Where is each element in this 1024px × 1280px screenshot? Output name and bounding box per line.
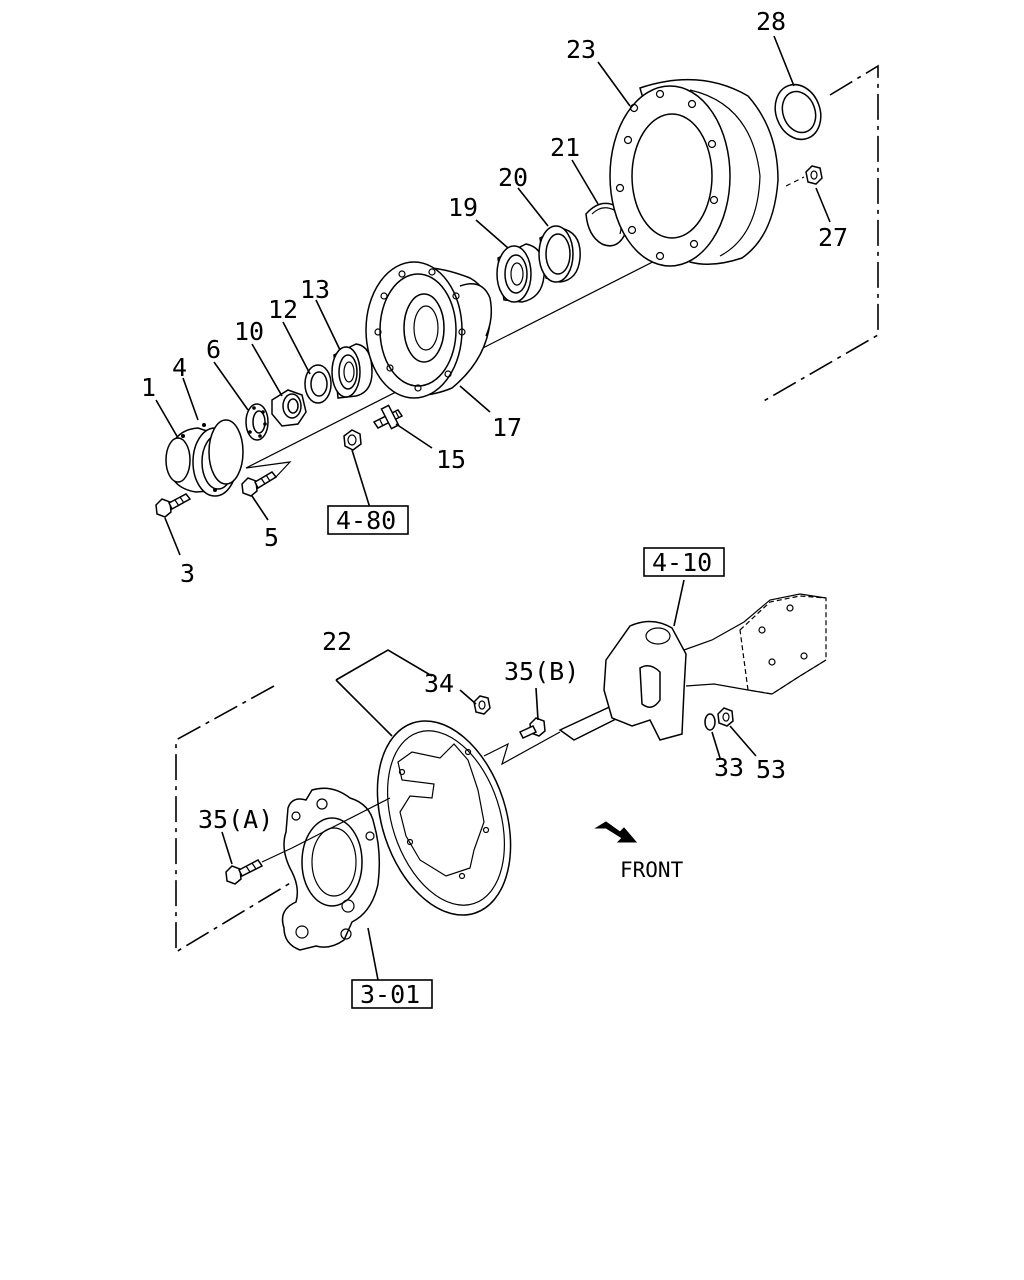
- label-part-17: 17: [492, 413, 522, 442]
- label-part-53: 53: [756, 755, 786, 784]
- bolt-part-3: [155, 493, 192, 518]
- lock-washer-part-6: [245, 403, 269, 441]
- label-part-4: 4: [172, 353, 187, 382]
- label-part-35b: 35(B): [504, 657, 579, 686]
- oil-seal-part-20: [538, 225, 581, 283]
- hub-assembly-frame: [761, 64, 879, 403]
- outer-bearing-part-13: [331, 343, 373, 399]
- label-part-6: 6: [206, 335, 221, 364]
- ref-label-3-01: 3-01: [360, 980, 420, 1009]
- bracket-axis-line: [291, 797, 391, 849]
- part-labels: 1 3 4 5 6 10 12 13 15 17 19 20 21 23 27 …: [141, 7, 848, 882]
- inner-bearing-part-19: [496, 243, 545, 303]
- label-part-35a: 35(A): [198, 805, 273, 834]
- label-part-21: 21: [550, 133, 580, 162]
- label-part-23: 23: [566, 35, 596, 64]
- label-part-19: 19: [448, 193, 478, 222]
- front-arrow-icon: [594, 821, 638, 843]
- label-part-33: 33: [714, 753, 744, 782]
- label-part-10: 10: [234, 317, 264, 346]
- label-part-15: 15: [436, 445, 466, 474]
- wheel-hub-part-17: [365, 261, 493, 399]
- bolt-part-35a: [225, 859, 264, 885]
- leader-lines-top: [155, 35, 831, 556]
- lock-nut-part-10: [271, 389, 307, 427]
- label-part-1: 1: [141, 373, 156, 402]
- seal-ring-part-28: [774, 83, 822, 141]
- bolt-35a-axis: [261, 847, 293, 863]
- part22-group-bracket: [335, 649, 433, 681]
- ref-box-4-80: 4-80: [327, 505, 409, 535]
- label-part-12: 12: [268, 295, 298, 324]
- label-part-3: 3: [180, 559, 195, 588]
- nut-part-53: [717, 707, 734, 727]
- nut-part-34: [473, 695, 491, 715]
- front-direction-label: FRONT: [620, 858, 684, 882]
- label-part-5: 5: [264, 523, 279, 552]
- label-part-27: 27: [818, 223, 848, 252]
- ref-box-3-01: 3-01: [351, 979, 433, 1009]
- ref-box-4-10: 4-10: [643, 547, 725, 577]
- axle-beam-ref: [558, 593, 827, 741]
- part22-leader: [335, 679, 393, 737]
- bolt-part-35b: [518, 717, 546, 739]
- backing-plate-frame: [175, 685, 293, 954]
- axle-axis-break: [483, 731, 561, 766]
- backing-plate-part-22: [376, 720, 512, 916]
- washer-part-33: [704, 713, 716, 731]
- washer-part-12: [304, 364, 332, 404]
- wheel-nut-ref: [343, 429, 362, 451]
- label-part-13: 13: [300, 275, 330, 304]
- leader-lines-bottom: [221, 579, 757, 981]
- stud-bolt-part-15: [372, 404, 404, 430]
- anchor-bracket-ref: [281, 787, 381, 951]
- gasket-part-4: [208, 419, 244, 485]
- label-part-34: 34: [424, 669, 454, 698]
- cap-axis-jog: [245, 461, 292, 479]
- brake-drum-part-23: [609, 78, 779, 267]
- ref-label-4-10: 4-10: [652, 548, 712, 577]
- bolt-part-5: [241, 471, 278, 497]
- ref-label-4-80: 4-80: [336, 506, 396, 535]
- label-part-22: 22: [322, 627, 352, 656]
- label-part-20: 20: [498, 163, 528, 192]
- nut-part-27: [785, 165, 823, 187]
- label-part-28: 28: [756, 7, 786, 36]
